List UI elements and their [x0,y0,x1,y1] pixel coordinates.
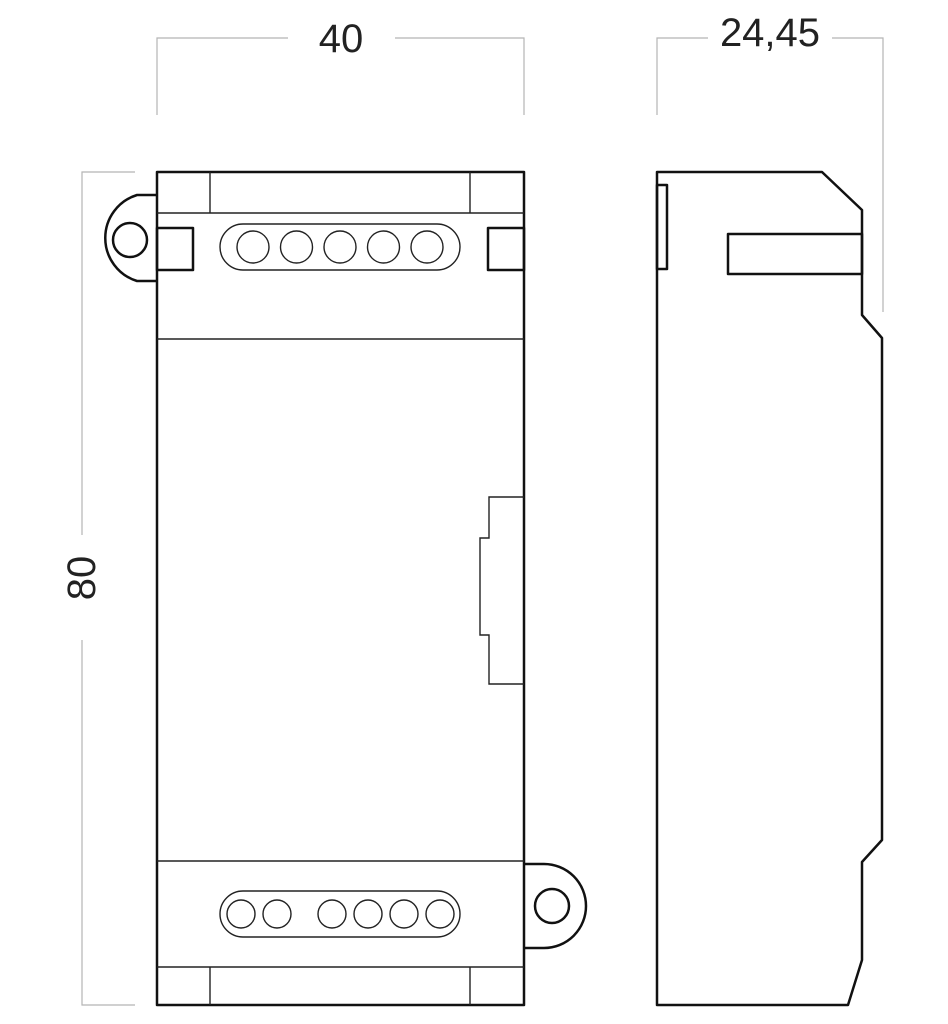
mounting-ear-bottom-right [524,862,588,950]
side-view [655,170,884,1007]
front-view [104,170,588,1007]
dimension-height: 80 [60,171,135,1006]
terminal-screw [353,899,383,929]
terminal-screw [317,899,347,929]
terminal-screw [389,899,419,929]
dimension-width: 40 [156,17,525,115]
top-terminals [236,230,444,264]
terminal-screw [410,230,444,264]
terminal-screw [226,899,256,929]
terminal-screw [262,899,292,929]
depth-label: 24,45 [720,11,820,55]
side-left-tab [655,183,669,271]
top-right-latch [486,226,526,272]
top-terminal-block [219,223,461,271]
width-label: 40 [319,17,364,61]
mounting-ear-top-left [104,193,157,283]
terminal-screw [323,230,357,264]
front-body [155,170,526,1007]
terminal-screw [279,230,314,264]
terminal-screw [366,230,401,264]
din-clip [479,496,524,685]
bottom-terminal-block [219,890,461,938]
terminal-screw [236,230,270,264]
side-body [655,170,884,1007]
side-latch [726,232,864,276]
bottom-terminals [226,899,455,929]
mounting-hole-top [111,221,149,259]
dimension-depth: 24,45 [656,11,884,312]
height-label: 80 [60,556,104,601]
top-left-latch [155,226,195,272]
mounting-hole-bottom [533,887,571,925]
terminal-screw [425,899,455,929]
